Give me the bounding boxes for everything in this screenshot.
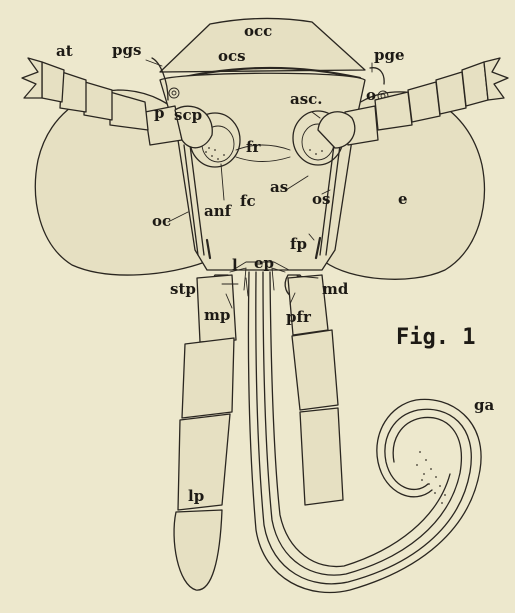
label-pfr: pfr (286, 308, 312, 326)
label-e: e (398, 190, 408, 208)
label-mp: mp (204, 306, 230, 324)
label-ocs: ocs (218, 47, 246, 65)
label-os: os (312, 190, 330, 208)
label-asc: asc. (290, 90, 323, 108)
label-pge: pge (374, 46, 405, 64)
label-oc: oc (152, 212, 171, 230)
label-fc: fc (240, 192, 256, 210)
label-ga: ga (474, 396, 494, 414)
label-stp: stp (170, 280, 196, 298)
label-lp: lp (188, 487, 204, 505)
label-at: at (56, 42, 73, 60)
label-anf: anf (204, 202, 233, 220)
label-l: l (232, 256, 238, 274)
label-pgs: pgs (112, 41, 141, 59)
label-ep: ep (254, 254, 274, 272)
label-o: o (366, 86, 376, 104)
proboscis-galea (248, 272, 481, 593)
label-p: p (154, 104, 165, 122)
label-fp: fp (290, 235, 307, 253)
figure-title: Fig. 1 (396, 325, 475, 350)
label-occ: occ (244, 22, 272, 40)
label-scp: scp (174, 106, 202, 124)
label-as: as (270, 178, 288, 196)
label-md: md (322, 280, 349, 298)
label-fr: fr (246, 138, 261, 156)
